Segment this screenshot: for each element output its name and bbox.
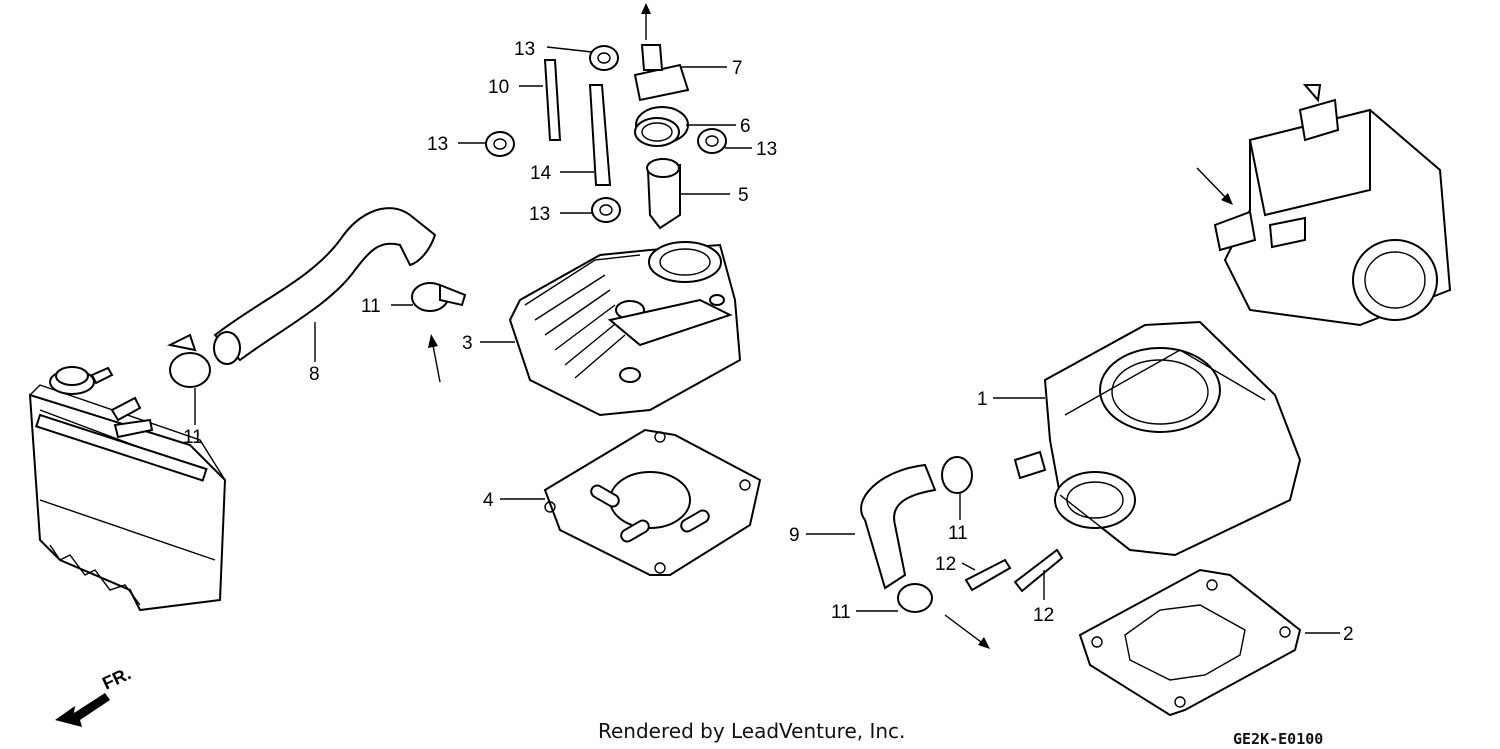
part-label-11: 11 xyxy=(831,602,851,623)
cylinder-illustration xyxy=(1013,320,1302,557)
leader-lines xyxy=(194,46,1340,634)
hose-clamp-right xyxy=(941,456,973,494)
front-label: FR. xyxy=(99,663,134,693)
footer-credit: Rendered by LeadVenture, Inc. xyxy=(598,719,905,743)
part-label-9: 9 xyxy=(789,525,800,546)
water-temp-sensor-illustration xyxy=(633,44,690,230)
hose-clamp-lower xyxy=(897,583,933,613)
part-label-1: 1 xyxy=(977,389,988,410)
water-hose-upper xyxy=(213,207,437,365)
stud-bolts-illustration xyxy=(964,548,1064,593)
head-gasket-illustration xyxy=(543,428,762,576)
hose-clamp-upper xyxy=(411,282,467,312)
part-label-11: 11 xyxy=(183,427,203,448)
part-label-13: 13 xyxy=(514,39,535,60)
part-label-5: 5 xyxy=(738,185,749,206)
hose-clamp-left xyxy=(166,333,211,388)
part-label-7: 7 xyxy=(732,58,743,79)
part-label-2: 2 xyxy=(1343,624,1354,645)
nut-13-left xyxy=(485,131,515,157)
nut-13-top xyxy=(589,45,619,71)
front-arrow-icon xyxy=(55,693,110,727)
nut-13-bottom xyxy=(591,197,621,223)
diagram-code: GE2K-E0100 xyxy=(1233,730,1323,748)
part-label-13: 13 xyxy=(427,134,448,155)
part-label-11: 11 xyxy=(948,523,968,544)
part-label-8: 8 xyxy=(309,364,320,385)
cylinder-head-illustration xyxy=(508,241,742,417)
radiator-illustration xyxy=(28,366,227,612)
part-label-6: 6 xyxy=(740,116,751,137)
spark-plugs-illustration xyxy=(485,45,727,223)
front-direction-indicator: FR. xyxy=(55,663,134,727)
part-label-12: 12 xyxy=(1033,605,1054,626)
engine-overview-illustration xyxy=(1213,84,1452,327)
part-label-11: 11 xyxy=(361,296,381,317)
part-label-13: 13 xyxy=(529,204,550,225)
direction-arrows xyxy=(428,3,1233,649)
part-label-4: 4 xyxy=(483,490,494,511)
part-label-13: 13 xyxy=(756,139,777,160)
part-label-12: 12 xyxy=(935,554,956,575)
water-hose-lower xyxy=(860,463,937,590)
part-label-3: 3 xyxy=(462,333,473,354)
base-gasket-illustration xyxy=(1078,568,1302,717)
part-number-labels: 13 10 13 14 13 7 6 13 5 11 3 8 11 4 1 9 … xyxy=(183,39,1354,645)
part-label-14: 14 xyxy=(530,163,552,184)
part-label-10: 10 xyxy=(488,77,509,98)
nut-13-right xyxy=(697,128,727,154)
